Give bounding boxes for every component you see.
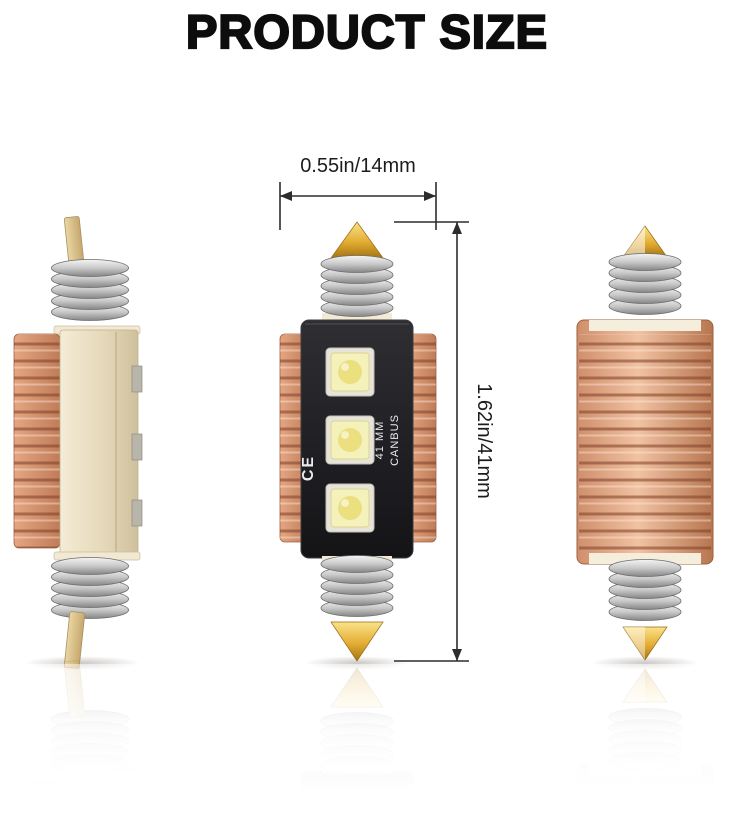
reflection-fade — [0, 664, 734, 836]
top-spring — [320, 255, 394, 317]
canbus-marking-line2: 41 MM — [374, 421, 386, 460]
arrowhead-right — [424, 191, 436, 201]
tip-highlight-bottom — [623, 627, 645, 660]
height-dimension-label: 1.62in/41mm — [473, 383, 495, 499]
tip-highlight — [623, 226, 645, 257]
width-dimension: 0.55in/14mm — [279, 155, 437, 230]
page-title: PRODUCT SIZE — [185, 4, 548, 59]
top-spring — [608, 253, 682, 315]
ce-mark: CE — [300, 455, 317, 481]
top-gold-tip — [330, 221, 384, 259]
width-dimension-label: 0.55in/14mm — [300, 155, 416, 177]
led-chip-2 — [325, 415, 375, 465]
heatsink-fins — [14, 334, 60, 548]
canbus-marking-line1: CANBUS — [389, 414, 401, 466]
bottom-gold-tip — [622, 626, 668, 661]
edge-notches — [131, 365, 143, 527]
bulb-front-view: CANBUS 41 MM CE — [279, 221, 437, 662]
pcb-edge-top — [322, 313, 392, 323]
top-spring — [51, 259, 129, 321]
bottom-spring — [320, 555, 394, 617]
pcb-edge-top — [589, 320, 701, 331]
led-chip-1 — [325, 347, 375, 397]
arrowhead-left — [280, 191, 292, 201]
bottom-spring — [608, 559, 682, 621]
bulb-side-view — [13, 216, 143, 669]
height-dimension: 1.62in/41mm — [394, 221, 495, 662]
bulb-back-view — [576, 225, 714, 661]
led-chip-3 — [325, 483, 375, 533]
pcb-edge-bottom — [589, 553, 701, 564]
arrowhead-top — [452, 222, 462, 234]
bottom-spring — [51, 557, 129, 619]
cream-body-side — [59, 329, 139, 557]
heatsink-fins — [579, 334, 711, 550]
arrowhead-bottom — [452, 649, 462, 661]
bottom-gold-tip — [330, 621, 384, 662]
